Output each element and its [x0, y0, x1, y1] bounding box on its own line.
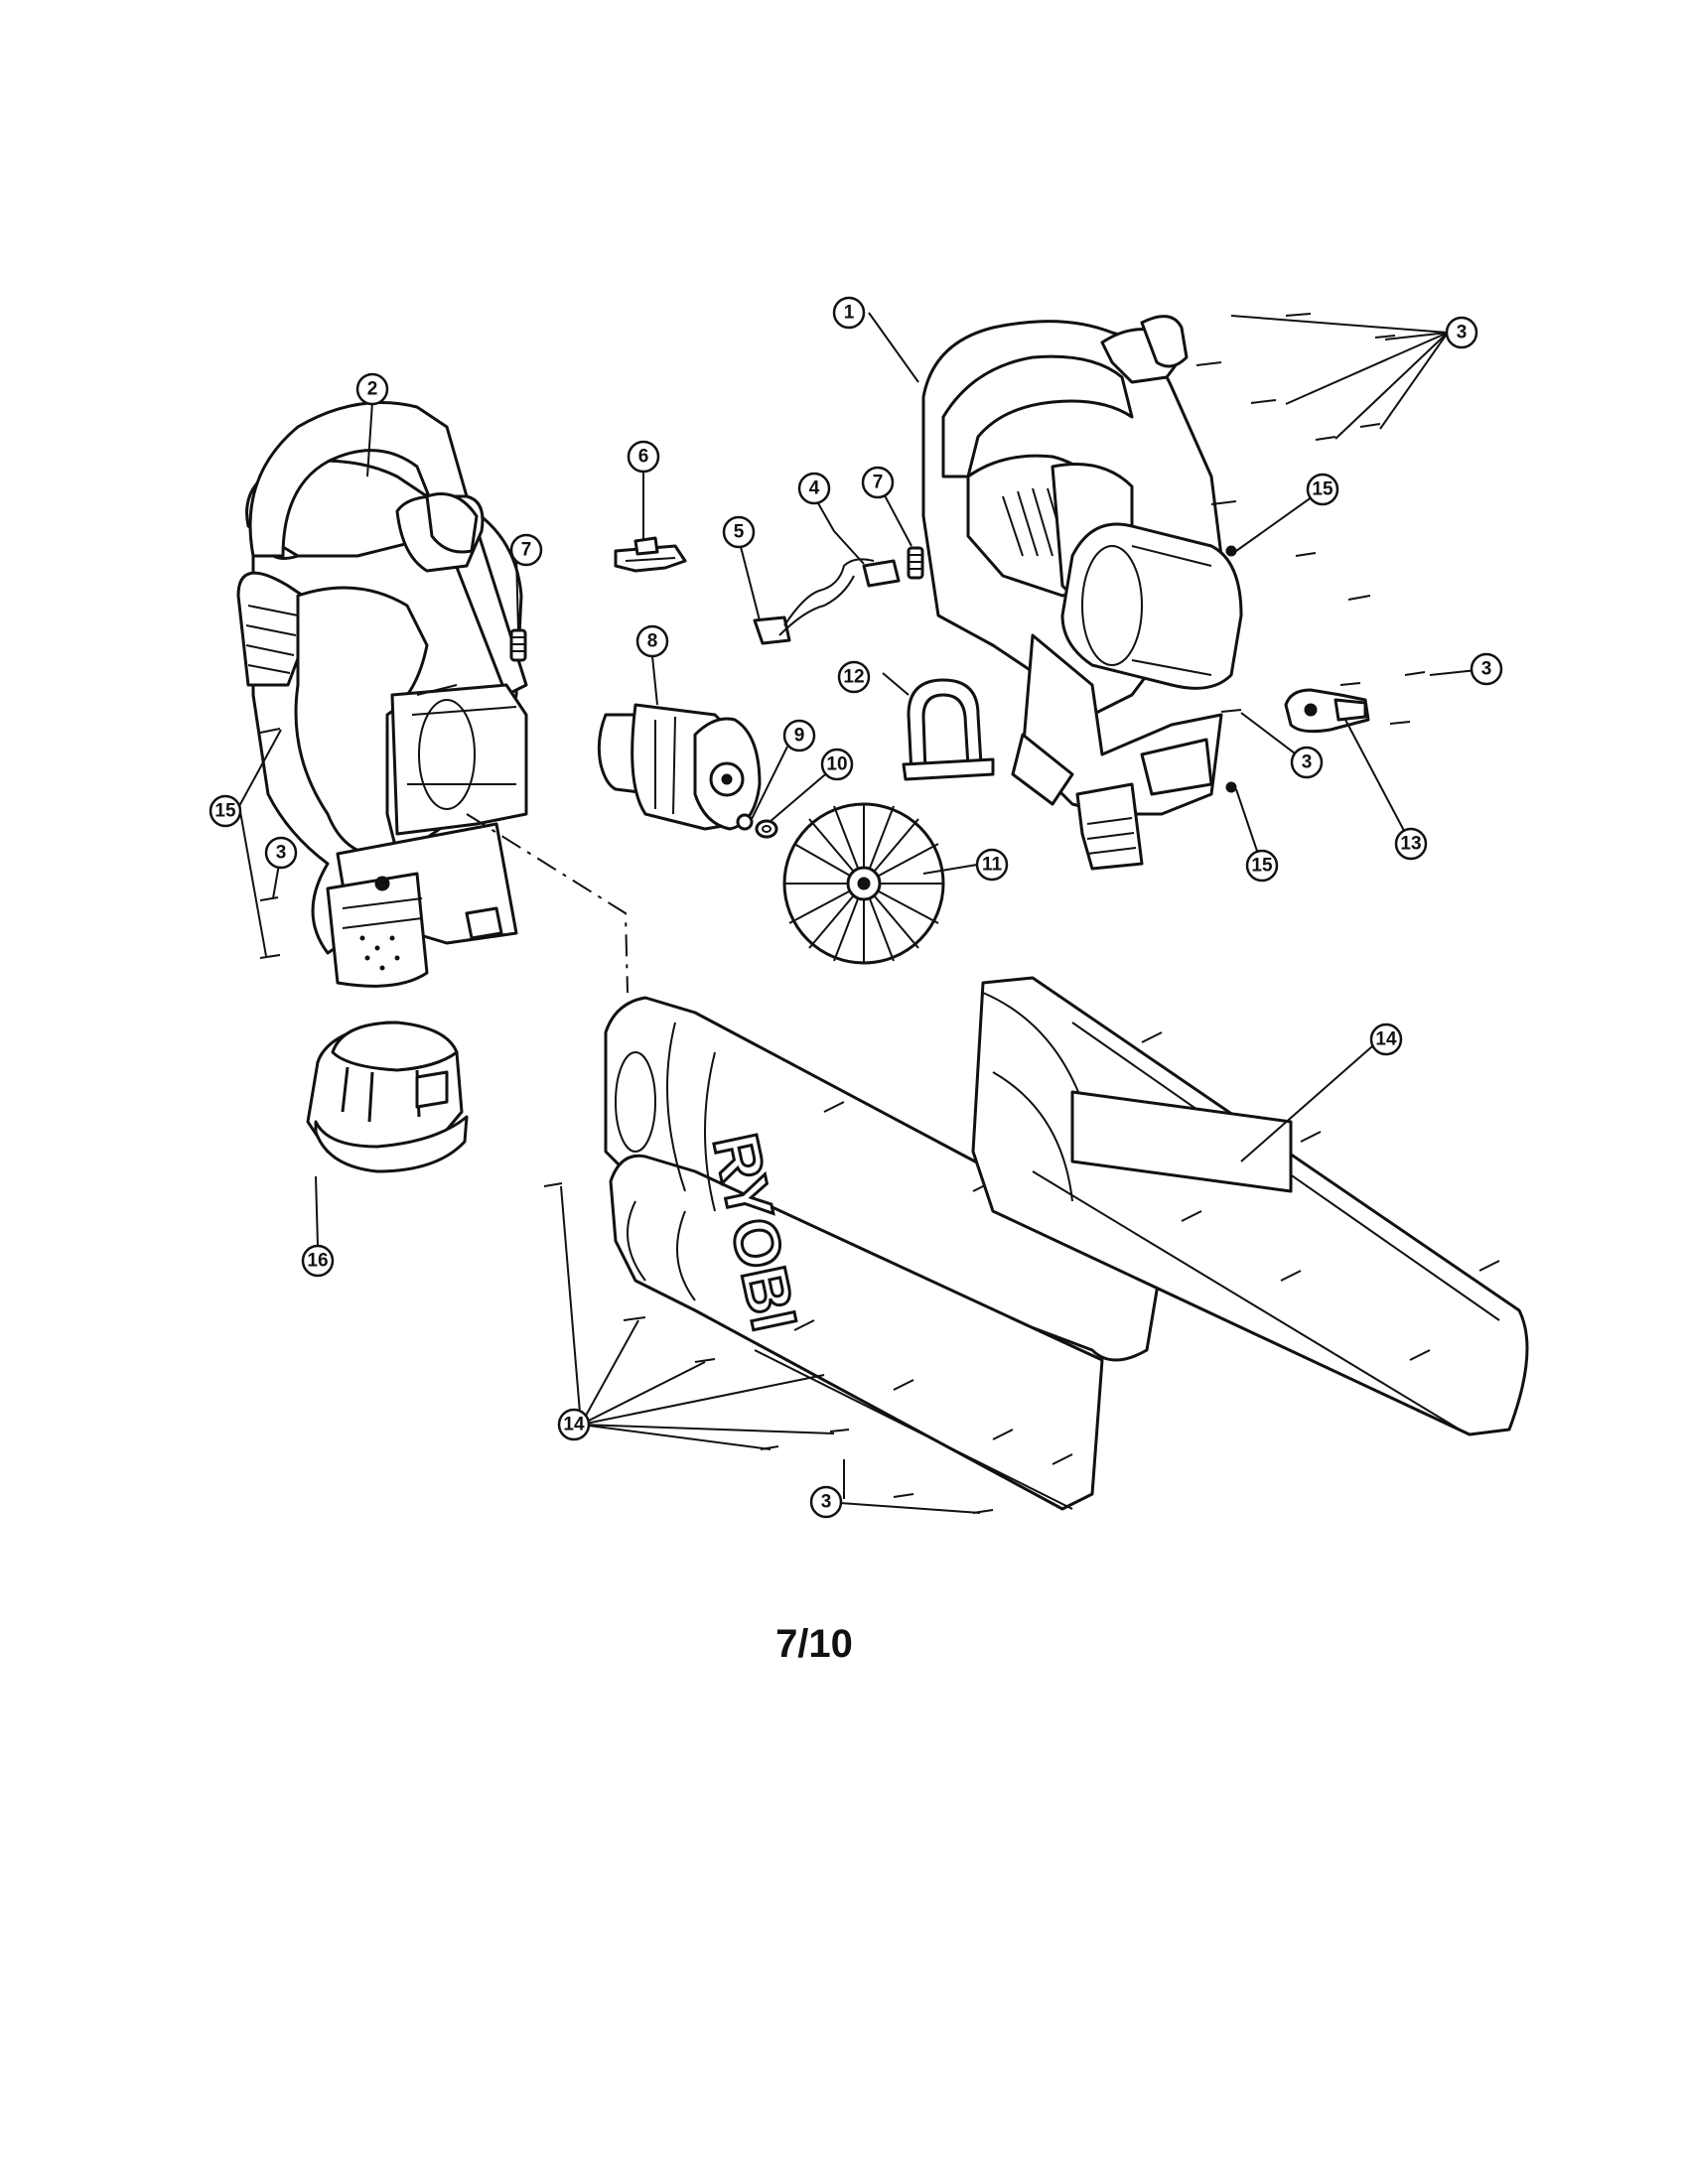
switch — [614, 536, 687, 573]
svg-text:15: 15 — [214, 801, 236, 822]
battery-adapter — [306, 1021, 469, 1173]
blower-tube-left: RYOBI — [604, 996, 1164, 1511]
callout-2: 2 — [355, 372, 389, 406]
callout-6: 6 — [627, 440, 660, 474]
spring-right — [907, 546, 924, 580]
callout-12: 12 — [837, 660, 871, 694]
wire-harness — [753, 558, 901, 645]
svg-text:3: 3 — [821, 1492, 832, 1513]
callout-4: 4 — [797, 472, 831, 505]
left-housing-half — [236, 401, 528, 988]
callout-16: 16 — [301, 1244, 335, 1278]
svg-text:15: 15 — [1251, 856, 1273, 877]
callout-10: 10 — [820, 748, 854, 781]
callout-15: 15 — [209, 794, 242, 828]
callout-7: 7 — [861, 466, 895, 499]
spring-left — [509, 628, 527, 662]
svg-text:15: 15 — [1312, 479, 1333, 500]
svg-text:3: 3 — [276, 843, 287, 864]
svg-text:3: 3 — [1302, 752, 1313, 773]
svg-text:13: 13 — [1400, 834, 1421, 855]
callout-8: 8 — [635, 624, 669, 658]
svg-text:8: 8 — [647, 631, 658, 652]
callout-15: 15 — [1306, 473, 1339, 506]
callout-7: 7 — [509, 533, 543, 567]
svg-text:1: 1 — [844, 303, 855, 324]
svg-text:12: 12 — [843, 667, 864, 688]
blower-tube-right — [971, 976, 1529, 1436]
svg-text:7: 7 — [873, 473, 884, 493]
svg-text:2: 2 — [367, 379, 378, 400]
callout-3: 3 — [1445, 316, 1478, 349]
latch — [1284, 688, 1370, 734]
svg-text:7: 7 — [521, 540, 532, 561]
svg-text:9: 9 — [794, 726, 805, 747]
callout-15: 15 — [1245, 849, 1279, 883]
svg-text:5: 5 — [734, 522, 745, 543]
callout-14: 14 — [1369, 1023, 1403, 1056]
bracket — [902, 678, 995, 781]
callout-14: 14 — [557, 1408, 591, 1441]
callout-3: 3 — [1290, 746, 1324, 779]
callout-1: 1 — [832, 296, 866, 330]
svg-text:4: 4 — [809, 478, 820, 499]
fan-impeller — [782, 802, 945, 965]
svg-text:10: 10 — [826, 754, 847, 775]
callout-3: 3 — [1470, 652, 1503, 686]
screws — [259, 313, 1426, 1514]
grommets — [1225, 545, 1237, 793]
callout-13: 13 — [1394, 827, 1428, 861]
nut — [736, 813, 754, 831]
washer — [755, 819, 778, 839]
svg-text:14: 14 — [563, 1415, 585, 1435]
callout-11: 11 — [975, 848, 1009, 882]
leader-lines — [238, 312, 1487, 1514]
callout-3: 3 — [809, 1485, 843, 1519]
svg-text:3: 3 — [1457, 323, 1468, 343]
assembly-line — [466, 813, 629, 994]
motor — [597, 703, 762, 831]
svg-text:3: 3 — [1481, 659, 1492, 680]
callout-5: 5 — [722, 515, 756, 549]
callout-9: 9 — [782, 719, 816, 752]
page-number: 7/10 — [775, 1622, 853, 1666]
callout-3: 3 — [264, 836, 298, 870]
right-housing-half — [921, 315, 1243, 871]
svg-text:14: 14 — [1375, 1029, 1397, 1050]
svg-text:6: 6 — [638, 447, 649, 468]
svg-text:16: 16 — [307, 1251, 328, 1272]
svg-text:11: 11 — [982, 855, 1003, 876]
